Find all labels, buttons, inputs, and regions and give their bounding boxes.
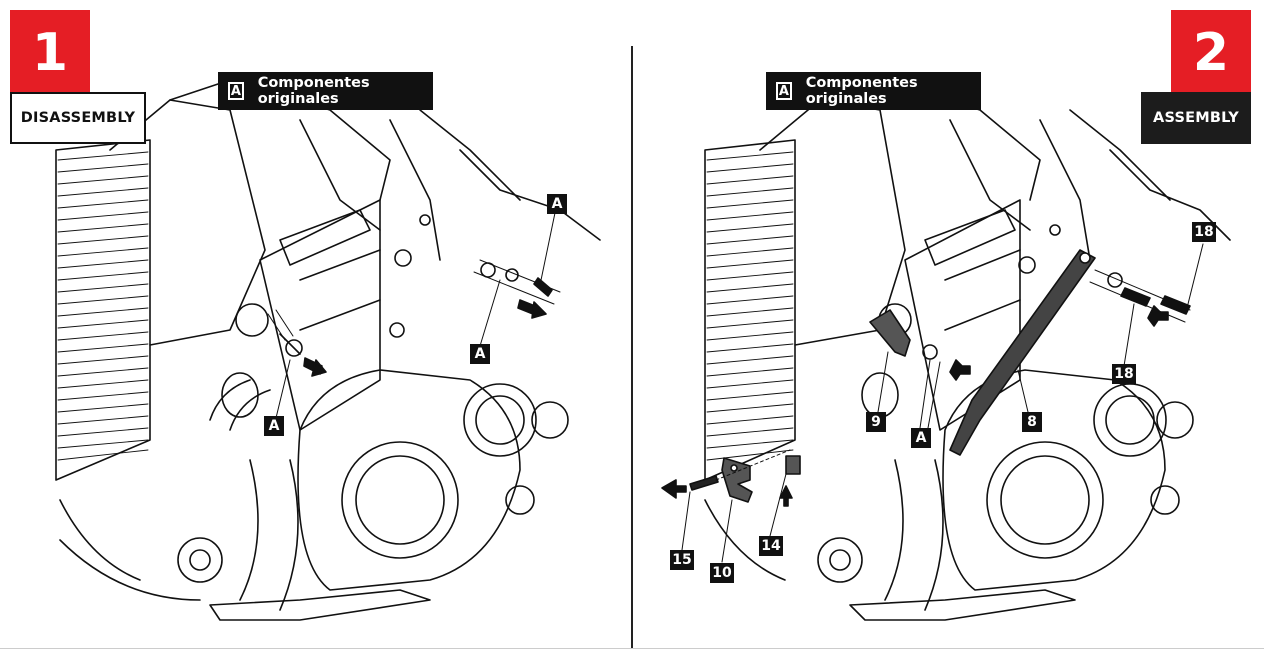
callout-a: A [264,416,284,436]
components-title: Componentes originales [805,75,918,107]
panel-divider [631,46,633,648]
step-number-2: 2 [1171,10,1251,96]
bottom-rule [0,648,1264,649]
callout-part-18: 18 [1112,364,1136,384]
callout-a: A [547,194,567,214]
step-tag-disassembly: DISASSEMBLY [10,92,146,144]
components-legend-left: A Componentes originales [218,72,433,110]
step-number-1: 1 [10,10,90,96]
components-key: A [228,82,244,100]
callout-part-18: 18 [1192,222,1216,242]
callout-part-8: 8 [1022,412,1042,432]
components-legend-right: A Componentes originales [766,72,981,110]
components-title: Componentes originales [257,75,370,107]
components-key: A [776,82,792,100]
callout-part-15: 15 [670,550,694,570]
callout-a: A [470,344,490,364]
callout-a: A [911,428,931,448]
callout-part-10: 10 [710,563,734,583]
step-tag-assembly: ASSEMBLY [1141,92,1251,144]
callout-part-14: 14 [759,536,783,556]
callout-part-9: 9 [866,412,886,432]
